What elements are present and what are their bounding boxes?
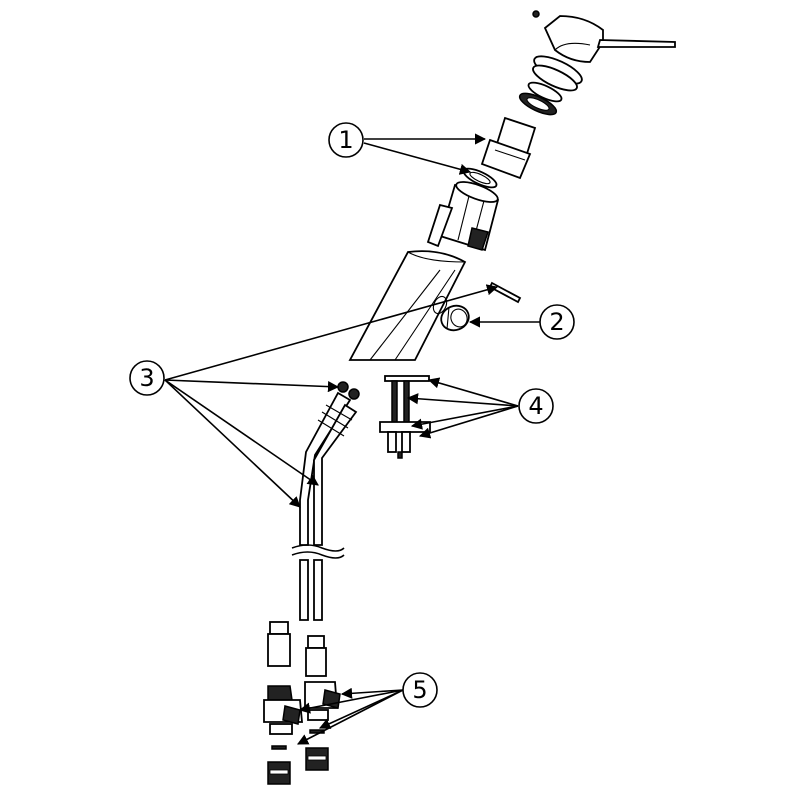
leader-lines [164,133,540,745]
callout-5: 5 [402,672,438,708]
handle-lever [532,10,676,63]
cartridge-nut [426,181,500,252]
cartridge [462,116,537,189]
callout-2: 2 [539,304,575,340]
callout-3-label: 3 [139,364,154,392]
callout-4: 4 [518,388,554,424]
callout-5-label: 5 [412,676,427,704]
flexible-hoses [291,381,360,621]
callout-2-label: 2 [549,308,564,336]
spout-body [348,250,467,361]
cap-rings [518,55,583,116]
mounting-kit [379,375,431,459]
callout-1-label: 1 [338,126,353,154]
retaining-pin [488,281,522,304]
callout-3: 3 [129,360,165,396]
stop-valves [263,621,341,785]
aerator [440,304,470,332]
callout-4-label: 4 [528,392,543,420]
callout-1: 1 [328,122,364,158]
